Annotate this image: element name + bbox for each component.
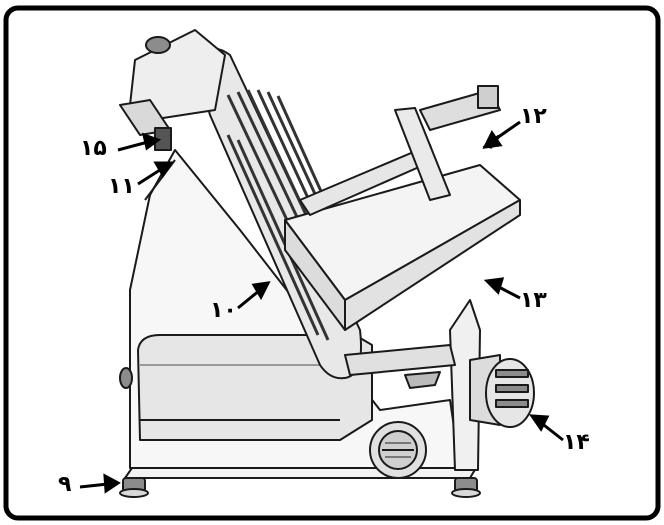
- meat-slicer-drawing: [119, 29, 535, 498]
- base-plate: [124, 467, 477, 479]
- end-plate: [394, 107, 451, 201]
- feet: [119, 477, 481, 498]
- arrow-9: [79, 473, 121, 494]
- callout-label-14: ۱۴: [563, 430, 590, 455]
- callout-label-15: ۱۵: [80, 136, 107, 161]
- callout-label-11: ۱۱: [108, 174, 135, 199]
- callout-label-13: ۱۳: [520, 288, 547, 313]
- lower-housing: [137, 334, 373, 441]
- callout-label-9: ۹: [58, 472, 72, 497]
- top-knob: [145, 36, 171, 54]
- arrow-15: [117, 132, 162, 152]
- thickness-knob: [469, 354, 535, 428]
- callout-arrows: [79, 120, 564, 494]
- arrow-12: [482, 120, 521, 149]
- arrow-13: [483, 277, 521, 300]
- callout-label-12: ۱۲: [520, 104, 547, 129]
- arrow-14: [528, 414, 564, 442]
- base-knob: [369, 421, 427, 479]
- arrow-11: [137, 161, 174, 186]
- callout-label-10: ۱۰: [210, 298, 237, 323]
- arrow-10: [237, 281, 271, 310]
